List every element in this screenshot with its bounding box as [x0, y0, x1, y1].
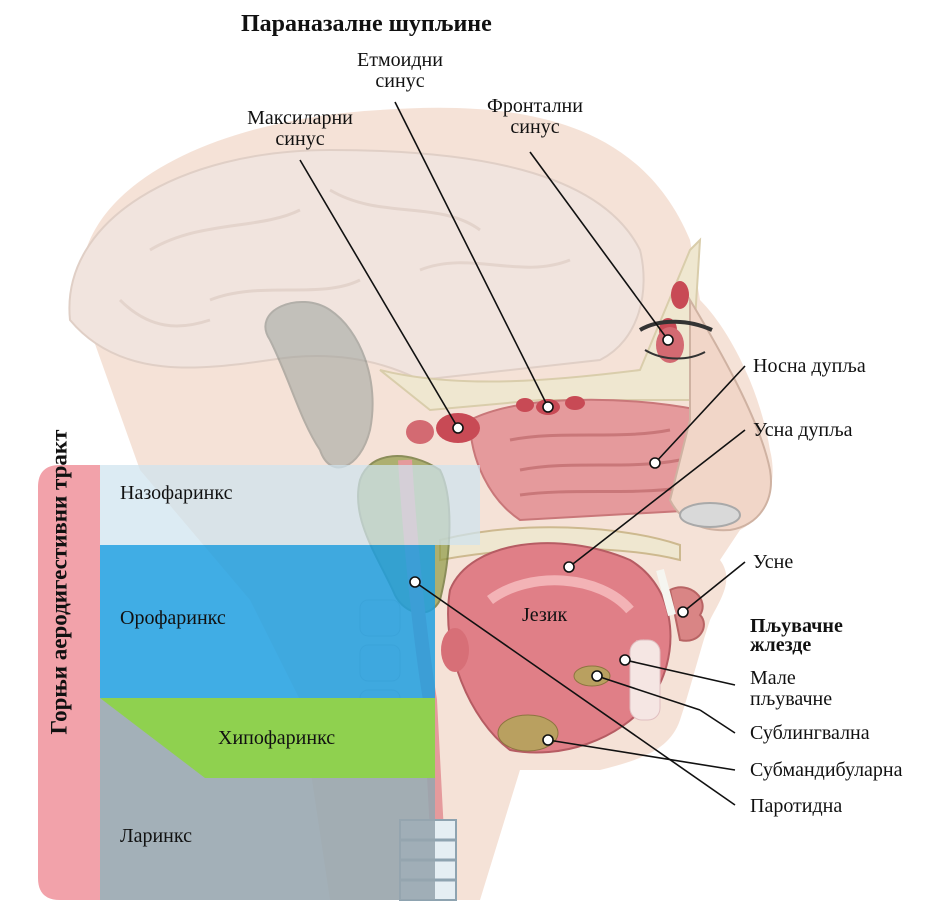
label-larynx: Ларинкс: [120, 826, 192, 847]
label-maxillary-sinus: Максиларни синус: [220, 108, 380, 150]
label-line: синус: [460, 117, 610, 138]
nasopharynx-zone: [100, 465, 480, 545]
label-sublingual: Сублингвална: [750, 723, 870, 744]
label-line: Фронтални: [460, 96, 610, 117]
label-line: пљувачне: [750, 689, 832, 710]
label-nasopharynx: Назофаринкс: [120, 483, 232, 504]
label-oral-cavity: Усна дупља: [753, 420, 853, 441]
side-label-text: Горњи аеродигестивни тракт: [49, 430, 70, 735]
label-line: синус: [330, 71, 470, 92]
label-tongue: Језик: [522, 605, 567, 626]
label-salivary-heading: Пљувачне жлезде: [750, 617, 843, 655]
label-ethmoid-sinus: Етмоидни синус: [330, 50, 470, 92]
frontal-sinus: [671, 281, 689, 309]
label-lips: Усне: [753, 552, 793, 573]
label-line: синус: [220, 129, 380, 150]
label-submandibular: Субмандибуларна: [750, 760, 903, 781]
label-minor-salivary: Мале пљувачне: [750, 668, 832, 710]
label-hypopharynx: Хипофаринкс: [218, 728, 335, 749]
label-line: Максиларни: [220, 108, 380, 129]
diagram-title: Параназалне шупљине: [241, 14, 492, 35]
label-parotid: Паротидна: [750, 796, 842, 817]
label-line: жлезде: [750, 636, 843, 655]
label-frontal-sinus: Фронтални синус: [460, 96, 610, 138]
label-line: Мале: [750, 668, 832, 689]
label-oropharynx: Орофаринкс: [120, 608, 226, 629]
label-nasal-cavity: Носна дупља: [753, 356, 866, 377]
label-line: Етмоидни: [330, 50, 470, 71]
